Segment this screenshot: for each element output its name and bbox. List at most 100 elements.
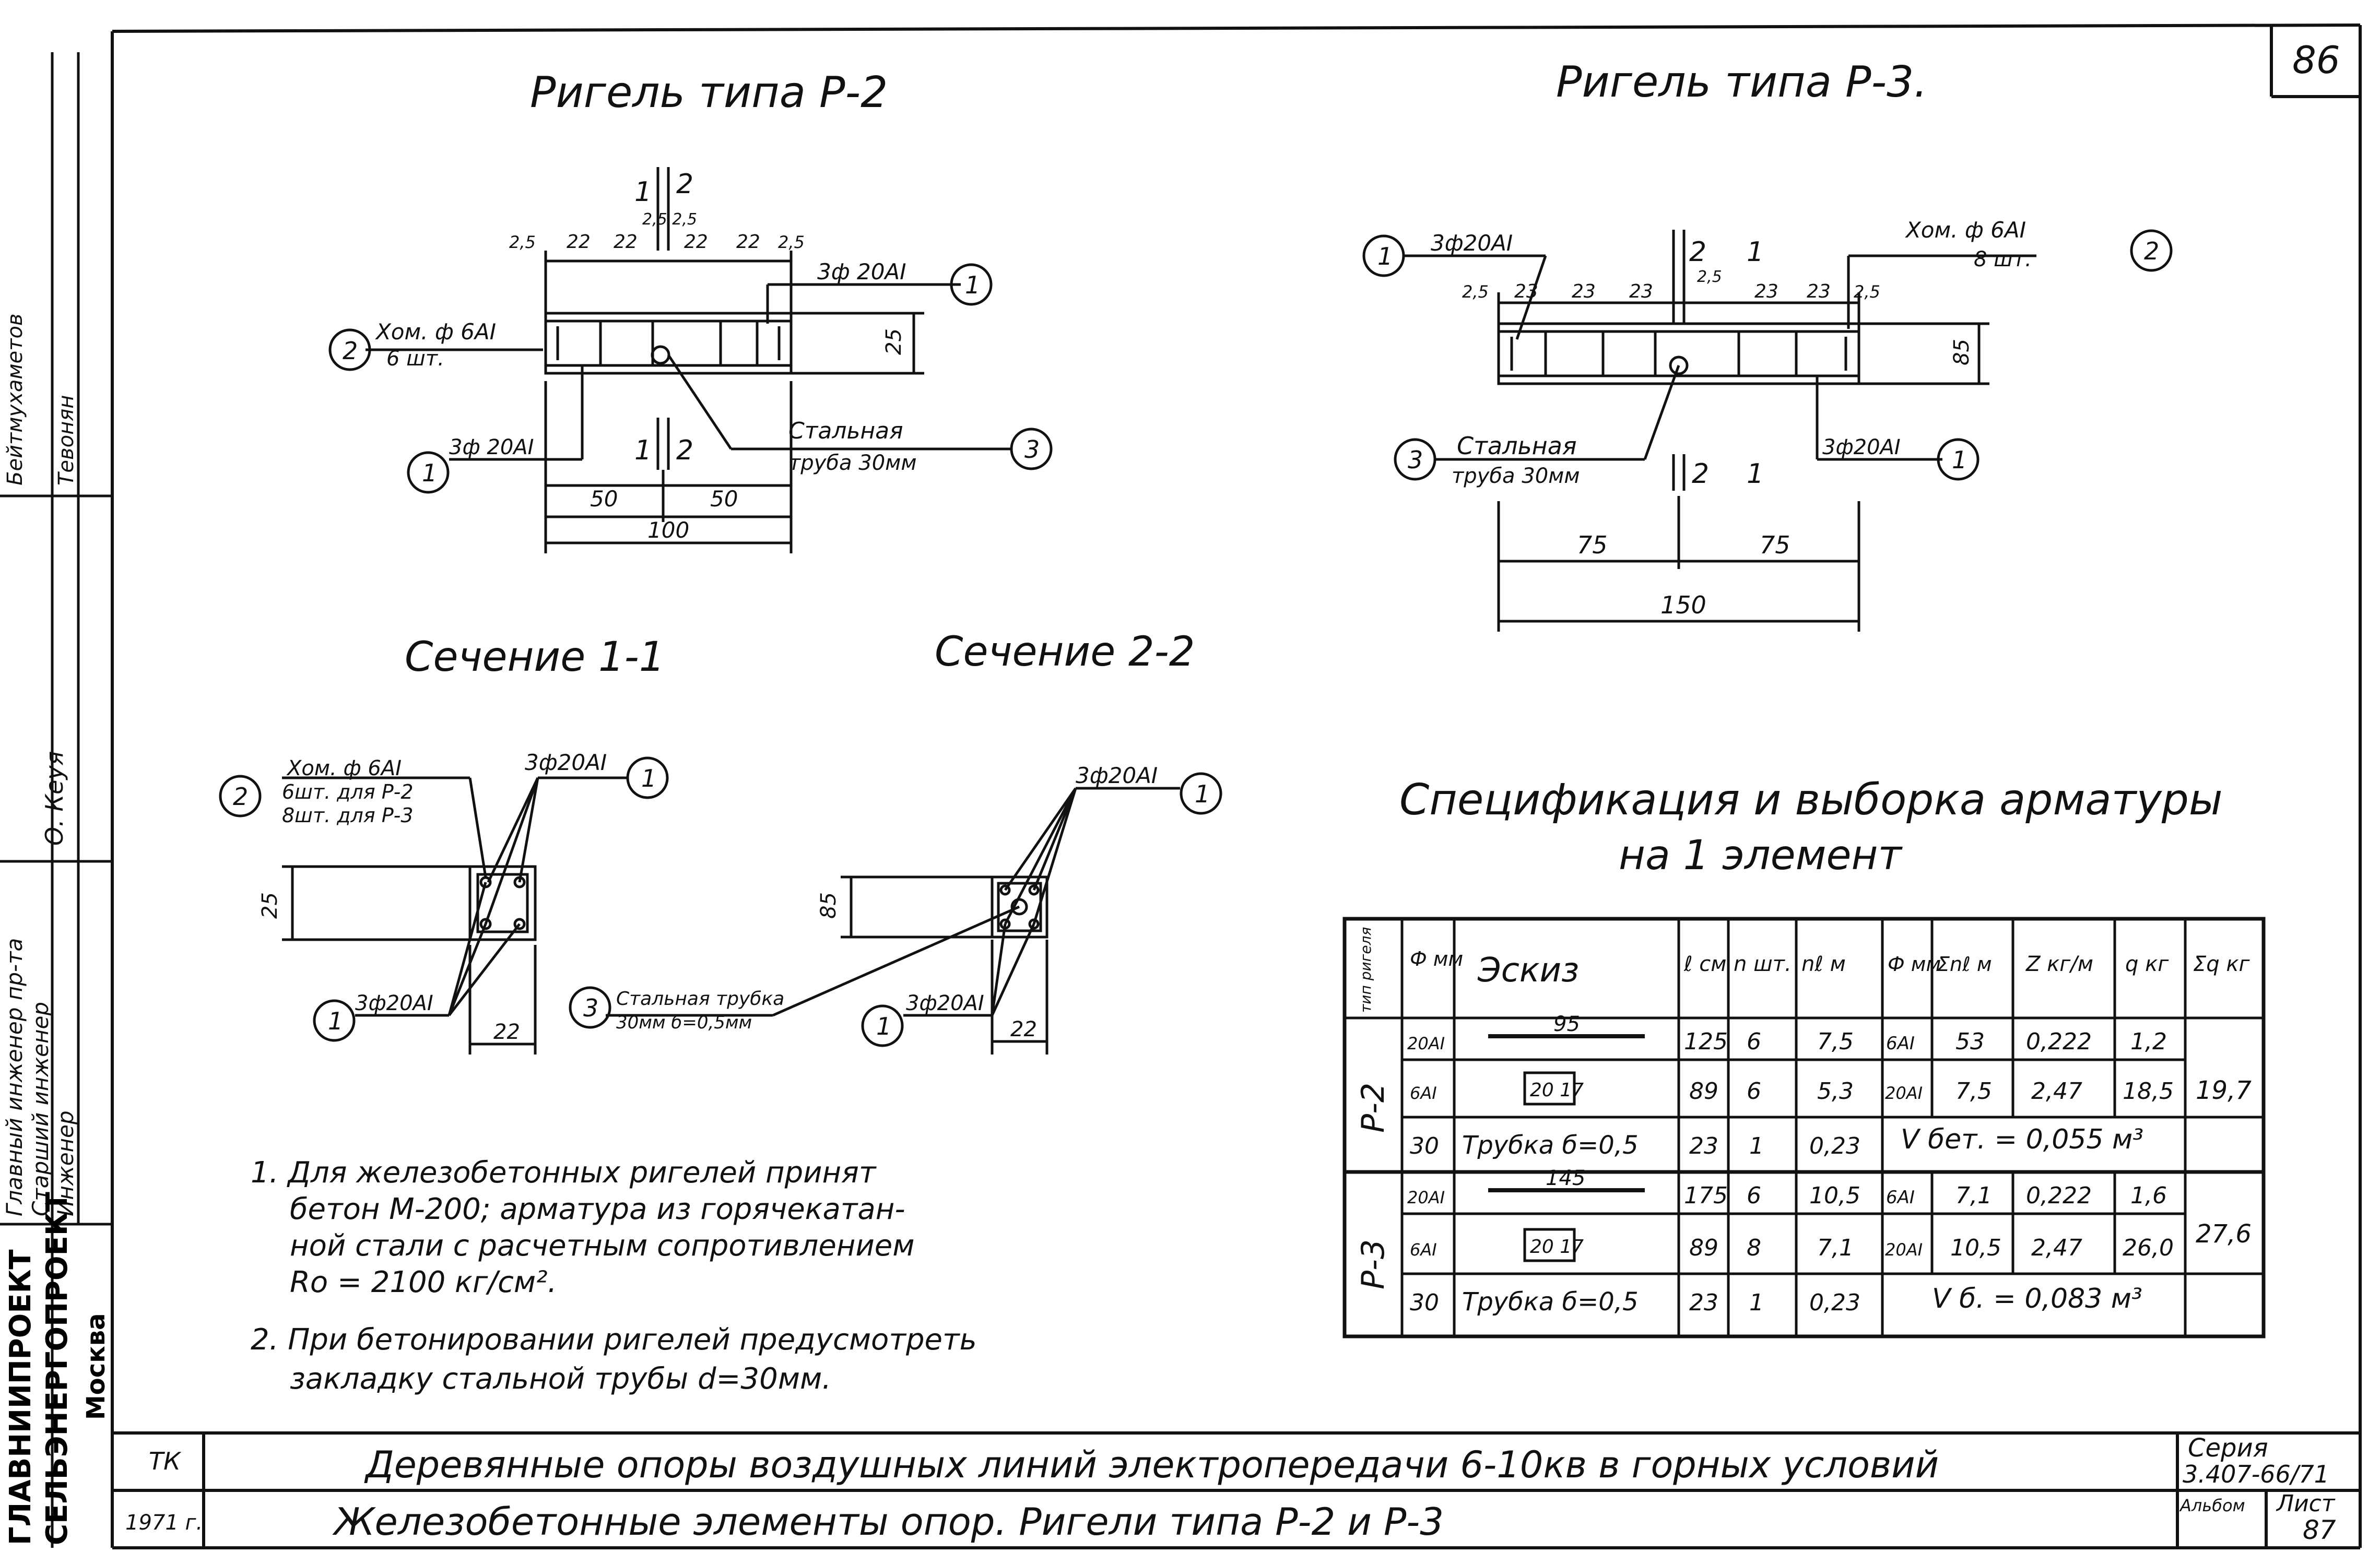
- table-cell: 175: [1684, 1182, 1728, 1209]
- p2-rebar-left: 3ф 20АI: [449, 435, 534, 459]
- p3-drawing: [1362, 229, 2173, 632]
- note-line-3: ной стали с расчетным сопротивлением: [290, 1229, 915, 1263]
- p3-dim-3: 23: [1572, 281, 1596, 302]
- table-cell: 23: [1689, 1289, 1718, 1316]
- th-sketch: Эскиз: [1477, 951, 1579, 990]
- table-cell: 18,5: [2123, 1078, 2174, 1105]
- th-nl: nℓ м: [1801, 952, 1846, 976]
- title-sec11: Сечение 1-1: [405, 634, 665, 681]
- table-cell: 20 17: [1530, 1236, 1584, 1258]
- p2-half-right: 50: [710, 486, 738, 512]
- sec11-rebar-bottom: 3ф20АI: [355, 991, 433, 1015]
- stamp-name-1: Бейтмухаметов: [3, 313, 27, 485]
- table-cell: 7,1: [1817, 1235, 1854, 1261]
- p3-cut-4: 1: [1747, 458, 1764, 490]
- table-cell: 2,47: [2031, 1235, 2082, 1261]
- p2-drawing: [328, 167, 1053, 553]
- table-cell: 125: [1684, 1028, 1728, 1055]
- p2-rebar-main: 3ф 20АI: [817, 259, 906, 285]
- th-l: ℓ см: [1683, 952, 1726, 976]
- tb-seria: 3.407-66/71: [2183, 1460, 2329, 1488]
- table-cell: 7,1: [1955, 1182, 1992, 1209]
- sec22-rebar-top: 3ф20АI: [1076, 763, 1158, 788]
- p3-marker-3: 3: [1408, 446, 1423, 474]
- p2-stirrup-count: 6 шт.: [386, 347, 444, 371]
- table-cell: 95: [1553, 1012, 1580, 1036]
- p2-marker-1b: 1: [422, 459, 437, 487]
- p3-dim-1: 2,5: [1462, 282, 1489, 302]
- sec22-drawing: [569, 772, 1222, 1054]
- p2-marker-3: 3: [1024, 435, 1040, 464]
- table-cell: 1: [1749, 1133, 1764, 1159]
- tb-album-label: Альбом: [2179, 1496, 2245, 1515]
- title-sec22: Сечение 2-2: [935, 629, 1195, 676]
- p3-dim-8: 2,5: [1854, 282, 1880, 302]
- p3-height: 85: [1950, 339, 1974, 365]
- p3-length: 150: [1660, 591, 1706, 619]
- note-line-4: Ro = 2100 кг/см².: [290, 1265, 557, 1299]
- p2-length: 100: [647, 517, 689, 543]
- sec11-stirrup: Хом. ф 6АI: [286, 756, 402, 780]
- th-type: тип ригеля: [1357, 927, 1374, 1013]
- table-cell: 20АI: [1885, 1240, 1923, 1260]
- tb-row-1: Деревянные опоры воздушных линий электро…: [364, 1443, 1939, 1486]
- sec11-width: 22: [493, 1020, 520, 1044]
- p2-pipe-1: Стальная: [788, 418, 903, 444]
- table-cell: 0,222: [2026, 1182, 2092, 1209]
- p2-dim-2: 22: [567, 231, 591, 253]
- table-cell: 7,5: [1817, 1028, 1854, 1055]
- p3-labels: 3ф20АI Хом. ф 6АI 8 шт. 2,5 23 23 23 2,5…: [1377, 217, 2159, 619]
- stamp-org-3: Москва: [81, 1313, 111, 1420]
- table-cell: 30: [1410, 1133, 1439, 1159]
- p3-rebar-main: 3ф20АI: [1431, 230, 1513, 256]
- tb-sheet-label: Лист: [2276, 1490, 2336, 1517]
- table-cell: 10,5: [1809, 1182, 1860, 1209]
- table-cell: 6: [1747, 1078, 1761, 1105]
- p2-dim-6: 22: [736, 231, 760, 253]
- left-stamp: [0, 52, 112, 1548]
- table-cell: Трубка б=0,5: [1462, 1131, 1639, 1160]
- table-cell: 20АI: [1407, 1034, 1445, 1053]
- table-cell: 0,222: [2026, 1028, 2092, 1055]
- stamp-name-2: О. Кеуя: [40, 751, 68, 846]
- group-total: 27,6: [2196, 1219, 2252, 1249]
- table-cell: 20АI: [1407, 1188, 1445, 1207]
- title-block: [112, 1431, 2360, 1548]
- sec22-pipe-2: 30мм б=0,5мм: [616, 1012, 752, 1033]
- sec22-rebar-bottom: 3ф20АI: [906, 991, 984, 1015]
- note-line-5: 2. При бетонировании ригелей предусмотре…: [251, 1323, 977, 1357]
- stamp-role-1: Главный инженер пр-та: [2, 938, 27, 1216]
- sec22-labels: 3ф20АI Стальная трубка 30мм б=0,5мм 3ф20…: [583, 763, 1210, 1041]
- sec11-rebar-top: 3ф20АI: [525, 750, 607, 775]
- p2-dim-3: 22: [614, 231, 638, 253]
- note-line-2: бетон М-200; арматура из горячекатан-: [290, 1192, 905, 1226]
- p3-marker-1a: 1: [1377, 242, 1393, 270]
- p3-pipe-1: Стальная: [1457, 432, 1577, 460]
- th-q: q кг: [2125, 952, 2169, 976]
- th-d: Ф мм: [1410, 947, 1463, 970]
- table-cell: 89: [1689, 1235, 1718, 1261]
- table-cell: 26,0: [2123, 1235, 2174, 1261]
- table-cell: 20 17: [1530, 1080, 1584, 1101]
- table-cell: Трубка б=0,5: [1462, 1287, 1639, 1317]
- p3-dim-6: 23: [1754, 281, 1778, 302]
- sec11-count-p2: 6шт. для Р-2: [282, 780, 414, 803]
- table-cell: V б. = 0,083 м³: [1932, 1283, 2142, 1314]
- sec11-height: 25: [258, 892, 282, 919]
- stamp-roles: Главный инженер пр-та Старший инженер Ин…: [2, 313, 111, 1545]
- p3-stirrup: Хом. ф 6АI: [1905, 217, 2026, 243]
- p2-half-left: 50: [590, 486, 618, 512]
- p2-labels: 2,5 22 22 2,5 2,5 22 22 2,5 1 2 1 2 3ф 2…: [343, 169, 1040, 543]
- sec11-labels: Хом. ф 6АI 6шт. для Р-2 8шт. для Р-3 3ф2…: [233, 750, 656, 1044]
- sec11-drawing: [219, 756, 669, 1054]
- p3-marker-1b: 1: [1952, 446, 1967, 474]
- p3-dim-7: 23: [1807, 281, 1831, 302]
- table-cell: V бет. = 0,055 м³: [1901, 1124, 2143, 1155]
- spec-table: [1342, 917, 2266, 1338]
- spec-title-2: на 1 элемент: [1619, 832, 1903, 879]
- group-type: Р-2: [1355, 1083, 1392, 1133]
- table-cell: 8: [1747, 1235, 1761, 1261]
- sec22-marker-1a: 1: [1195, 780, 1210, 808]
- table-cell: 1,2: [2130, 1028, 2167, 1055]
- p3-cut-3: 2: [1692, 458, 1709, 490]
